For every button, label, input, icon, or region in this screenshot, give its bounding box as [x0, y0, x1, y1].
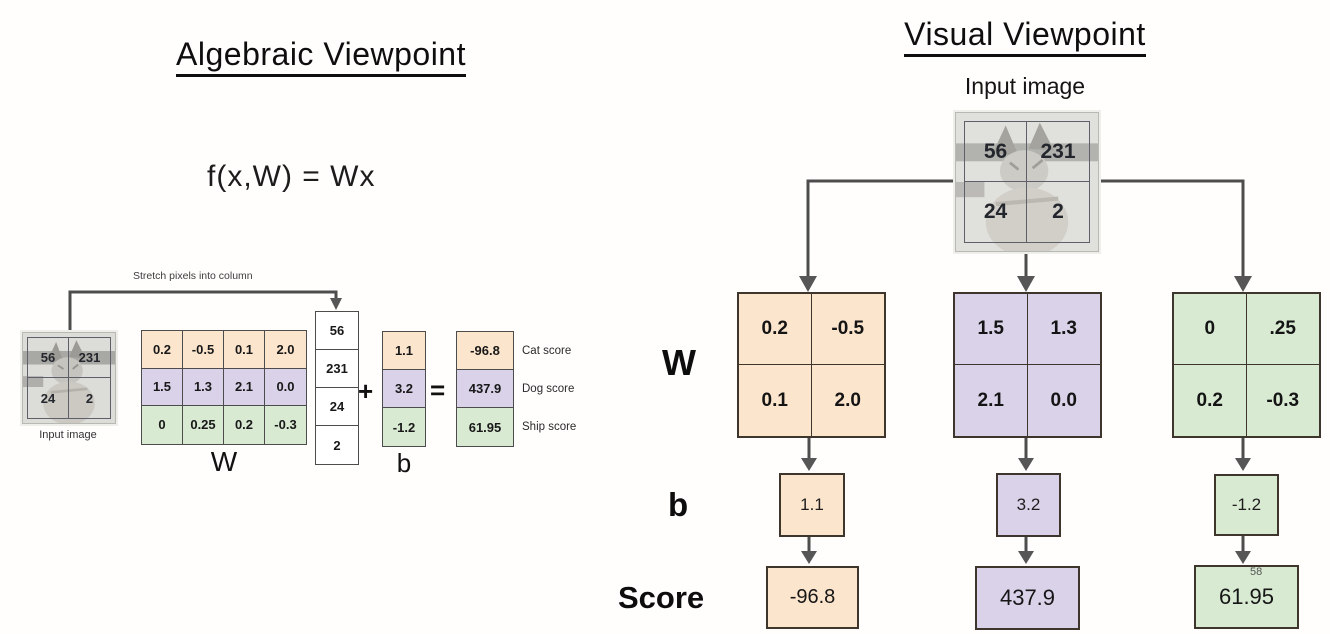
- w-cell: 0.0: [265, 368, 306, 406]
- linear-classifier-formula: f(x,W) = Wx: [207, 160, 376, 193]
- b-row-label: b: [668, 486, 689, 523]
- pixel-value: 2: [85, 390, 94, 406]
- bias-vector-left: 1.1 3.2 -1.2: [382, 331, 426, 447]
- w-cell: 0: [1174, 294, 1247, 365]
- w-cell: 1.5: [142, 368, 183, 406]
- w-cell: .25: [1246, 294, 1319, 365]
- score-cell: 61.95: [457, 408, 513, 446]
- x-cell: 56: [316, 312, 358, 350]
- arrowhead-icon: [1234, 276, 1252, 292]
- b-cell: 1.1: [383, 332, 425, 370]
- arrowhead-icon: [330, 298, 342, 310]
- arrowheads: [330, 276, 1252, 564]
- arrowhead-icon: [801, 458, 817, 471]
- stretch-pixels-label: Stretch pixels into column: [133, 270, 253, 282]
- x-cell: 24: [316, 388, 358, 426]
- arrowhead-icon: [1235, 551, 1251, 564]
- w-cell: 0.1: [739, 365, 812, 436]
- w-cell: -0.5: [811, 294, 884, 365]
- w-cell: 0.2: [142, 331, 183, 369]
- x-cell: 2: [316, 426, 358, 464]
- input-image-left: 56 231 24 2: [22, 332, 116, 425]
- cat-photo-icon: [23, 333, 115, 425]
- w-row-label: W: [662, 342, 696, 383]
- pixel-value: 56: [965, 122, 1027, 182]
- cat-photo-icon: [956, 113, 1098, 257]
- ship-bias-box: -1.2: [1214, 474, 1279, 536]
- equals-operator: =: [430, 375, 446, 405]
- pixel-value: 2: [1052, 200, 1064, 223]
- algebraic-viewpoint-title: Algebraic Viewpoint: [160, 36, 482, 77]
- score-vector-left: -96.8 437.9 61.95: [456, 331, 514, 447]
- pixel-value: 24: [965, 182, 1027, 242]
- w-cell: 0.2: [1174, 365, 1247, 436]
- visual-title-text: Visual Viewpoint: [904, 16, 1146, 57]
- score-name-list: Cat score Dog score Ship score: [522, 332, 576, 446]
- input-image-caption-left: Input image: [39, 429, 97, 441]
- w-matrix-label-left: W: [210, 446, 238, 477]
- slide-page-number: 58: [1250, 566, 1263, 578]
- arrowhead-icon: [1018, 551, 1034, 564]
- stretch-arrow-line: [68, 290, 338, 334]
- ship-weight-matrix: 0 .25 0.2 -0.3: [1172, 292, 1321, 438]
- score-row-label: Score: [618, 580, 705, 615]
- w-cell: -0.3: [265, 406, 306, 444]
- arrowhead-icon: [1017, 276, 1035, 292]
- dog-weight-matrix: 1.5 1.3 2.1 0.0: [953, 292, 1102, 438]
- w-cell: 0.2: [224, 406, 265, 444]
- w-cell: 1.3: [183, 368, 224, 406]
- arrowhead-icon: [1235, 458, 1251, 471]
- plus-operator: +: [358, 376, 374, 406]
- input-image-right: 56 231 24 2: [955, 112, 1099, 257]
- input-image-caption-right: Input image: [964, 73, 1086, 99]
- w-cell: 0: [142, 406, 183, 444]
- w-cell: 2.0: [265, 331, 306, 369]
- pixel-value: 24: [28, 378, 69, 418]
- arrowhead-icon: [799, 276, 817, 292]
- cat-score-box: -96.8: [766, 566, 859, 629]
- ship-score-box: 61.95: [1194, 565, 1299, 629]
- weight-matrix-left: 0.2 -0.5 0.1 2.0 1.5 1.3 2.1 0.0 0 0.25 …: [141, 330, 307, 445]
- w-cell: 0.2: [739, 294, 812, 365]
- algebraic-title-text: Algebraic Viewpoint: [176, 36, 466, 77]
- w-cell: 0.0: [1027, 365, 1100, 436]
- arrowhead-icon: [801, 551, 817, 564]
- score-cell: 437.9: [457, 370, 513, 408]
- ship-score-label: Ship score: [522, 421, 577, 433]
- dog-score-box: 437.9: [975, 566, 1080, 630]
- b-vector-label-left: b: [396, 448, 412, 478]
- b-cell: -1.2: [383, 408, 425, 446]
- visual-viewpoint-title: Visual Viewpoint: [875, 16, 1175, 57]
- w-cell: 2.1: [955, 365, 1028, 436]
- pixel-value: 231: [1027, 122, 1089, 182]
- cat-bias-box: 1.1: [779, 473, 845, 537]
- b-cell: 3.2: [383, 370, 425, 408]
- pixel-value: 231: [69, 338, 110, 378]
- w-cell: 0.25: [183, 406, 224, 444]
- pixel-grid: 56 231 24 2: [964, 121, 1090, 243]
- w-cell: 2.0: [811, 365, 884, 436]
- w-cell: 1.5: [955, 294, 1028, 365]
- x-cell: 231: [316, 350, 358, 388]
- pixel-column-vector: 56 231 24 2: [315, 311, 359, 465]
- cat-weight-matrix: 0.2 -0.5 0.1 2.0: [737, 292, 886, 438]
- w-cell: -0.3: [1246, 365, 1319, 436]
- w-cell: 0.1: [224, 331, 265, 369]
- dog-score-label: Dog score: [522, 383, 575, 395]
- w-cell: 1.3: [1027, 294, 1100, 365]
- w-cell: 2.1: [224, 368, 265, 406]
- pixel-grid: 56 231 24 2: [27, 337, 111, 419]
- dog-bias-box: 3.2: [996, 473, 1061, 537]
- cat-score-label: Cat score: [522, 345, 572, 357]
- score-cell: -96.8: [457, 332, 513, 370]
- arrowhead-icon: [1018, 458, 1034, 471]
- w-cell: -0.5: [183, 331, 224, 369]
- pixel-value: 56: [28, 338, 69, 378]
